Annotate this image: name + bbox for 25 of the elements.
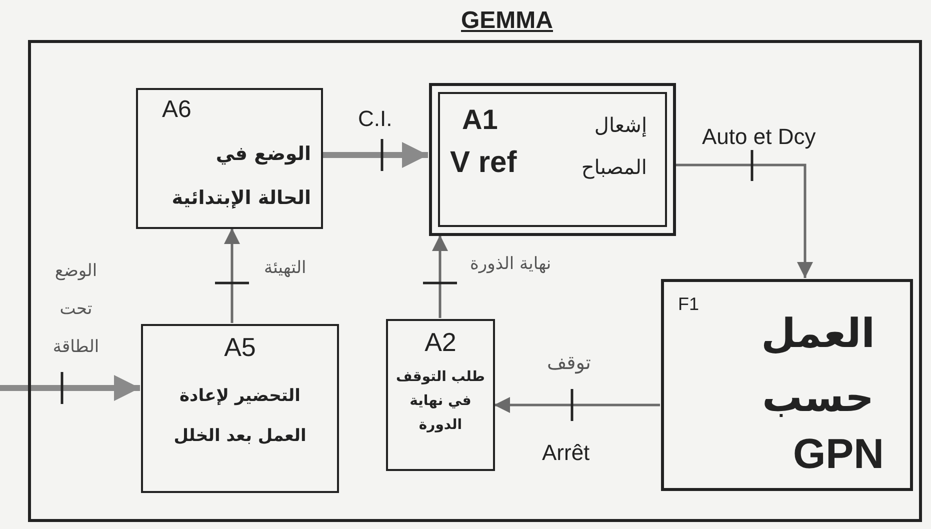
arrow [675,164,813,278]
step-description: المصباح [580,154,647,181]
arrow [224,228,240,323]
step-code: V ref [450,146,517,180]
step-description: GPN [792,430,884,478]
initial-step-box [429,83,676,236]
step-description: التحضير لإعادة العمل بعد الخلل [172,385,308,448]
step-code: A5 [223,332,257,363]
arrow [432,235,448,318]
step-box [141,324,339,493]
step-description: العمل حسب [760,310,876,423]
step-box [661,279,913,491]
step-code: A1 [462,104,498,136]
step-code: A2 [424,327,458,358]
arrow [0,375,140,401]
frame-title: GEMMA [461,7,553,35]
step-box [386,319,495,471]
arrow [494,397,660,413]
step-code: F1 [678,294,700,315]
step-box [136,88,323,229]
arrow [322,142,428,168]
step-description: طلب التوقف في نهاية الدورة [396,368,485,435]
step-description: إشعال [593,112,647,139]
step-description: الوضع في الحالة الإبتدائية [171,142,311,211]
step-code: A6 [162,96,192,124]
